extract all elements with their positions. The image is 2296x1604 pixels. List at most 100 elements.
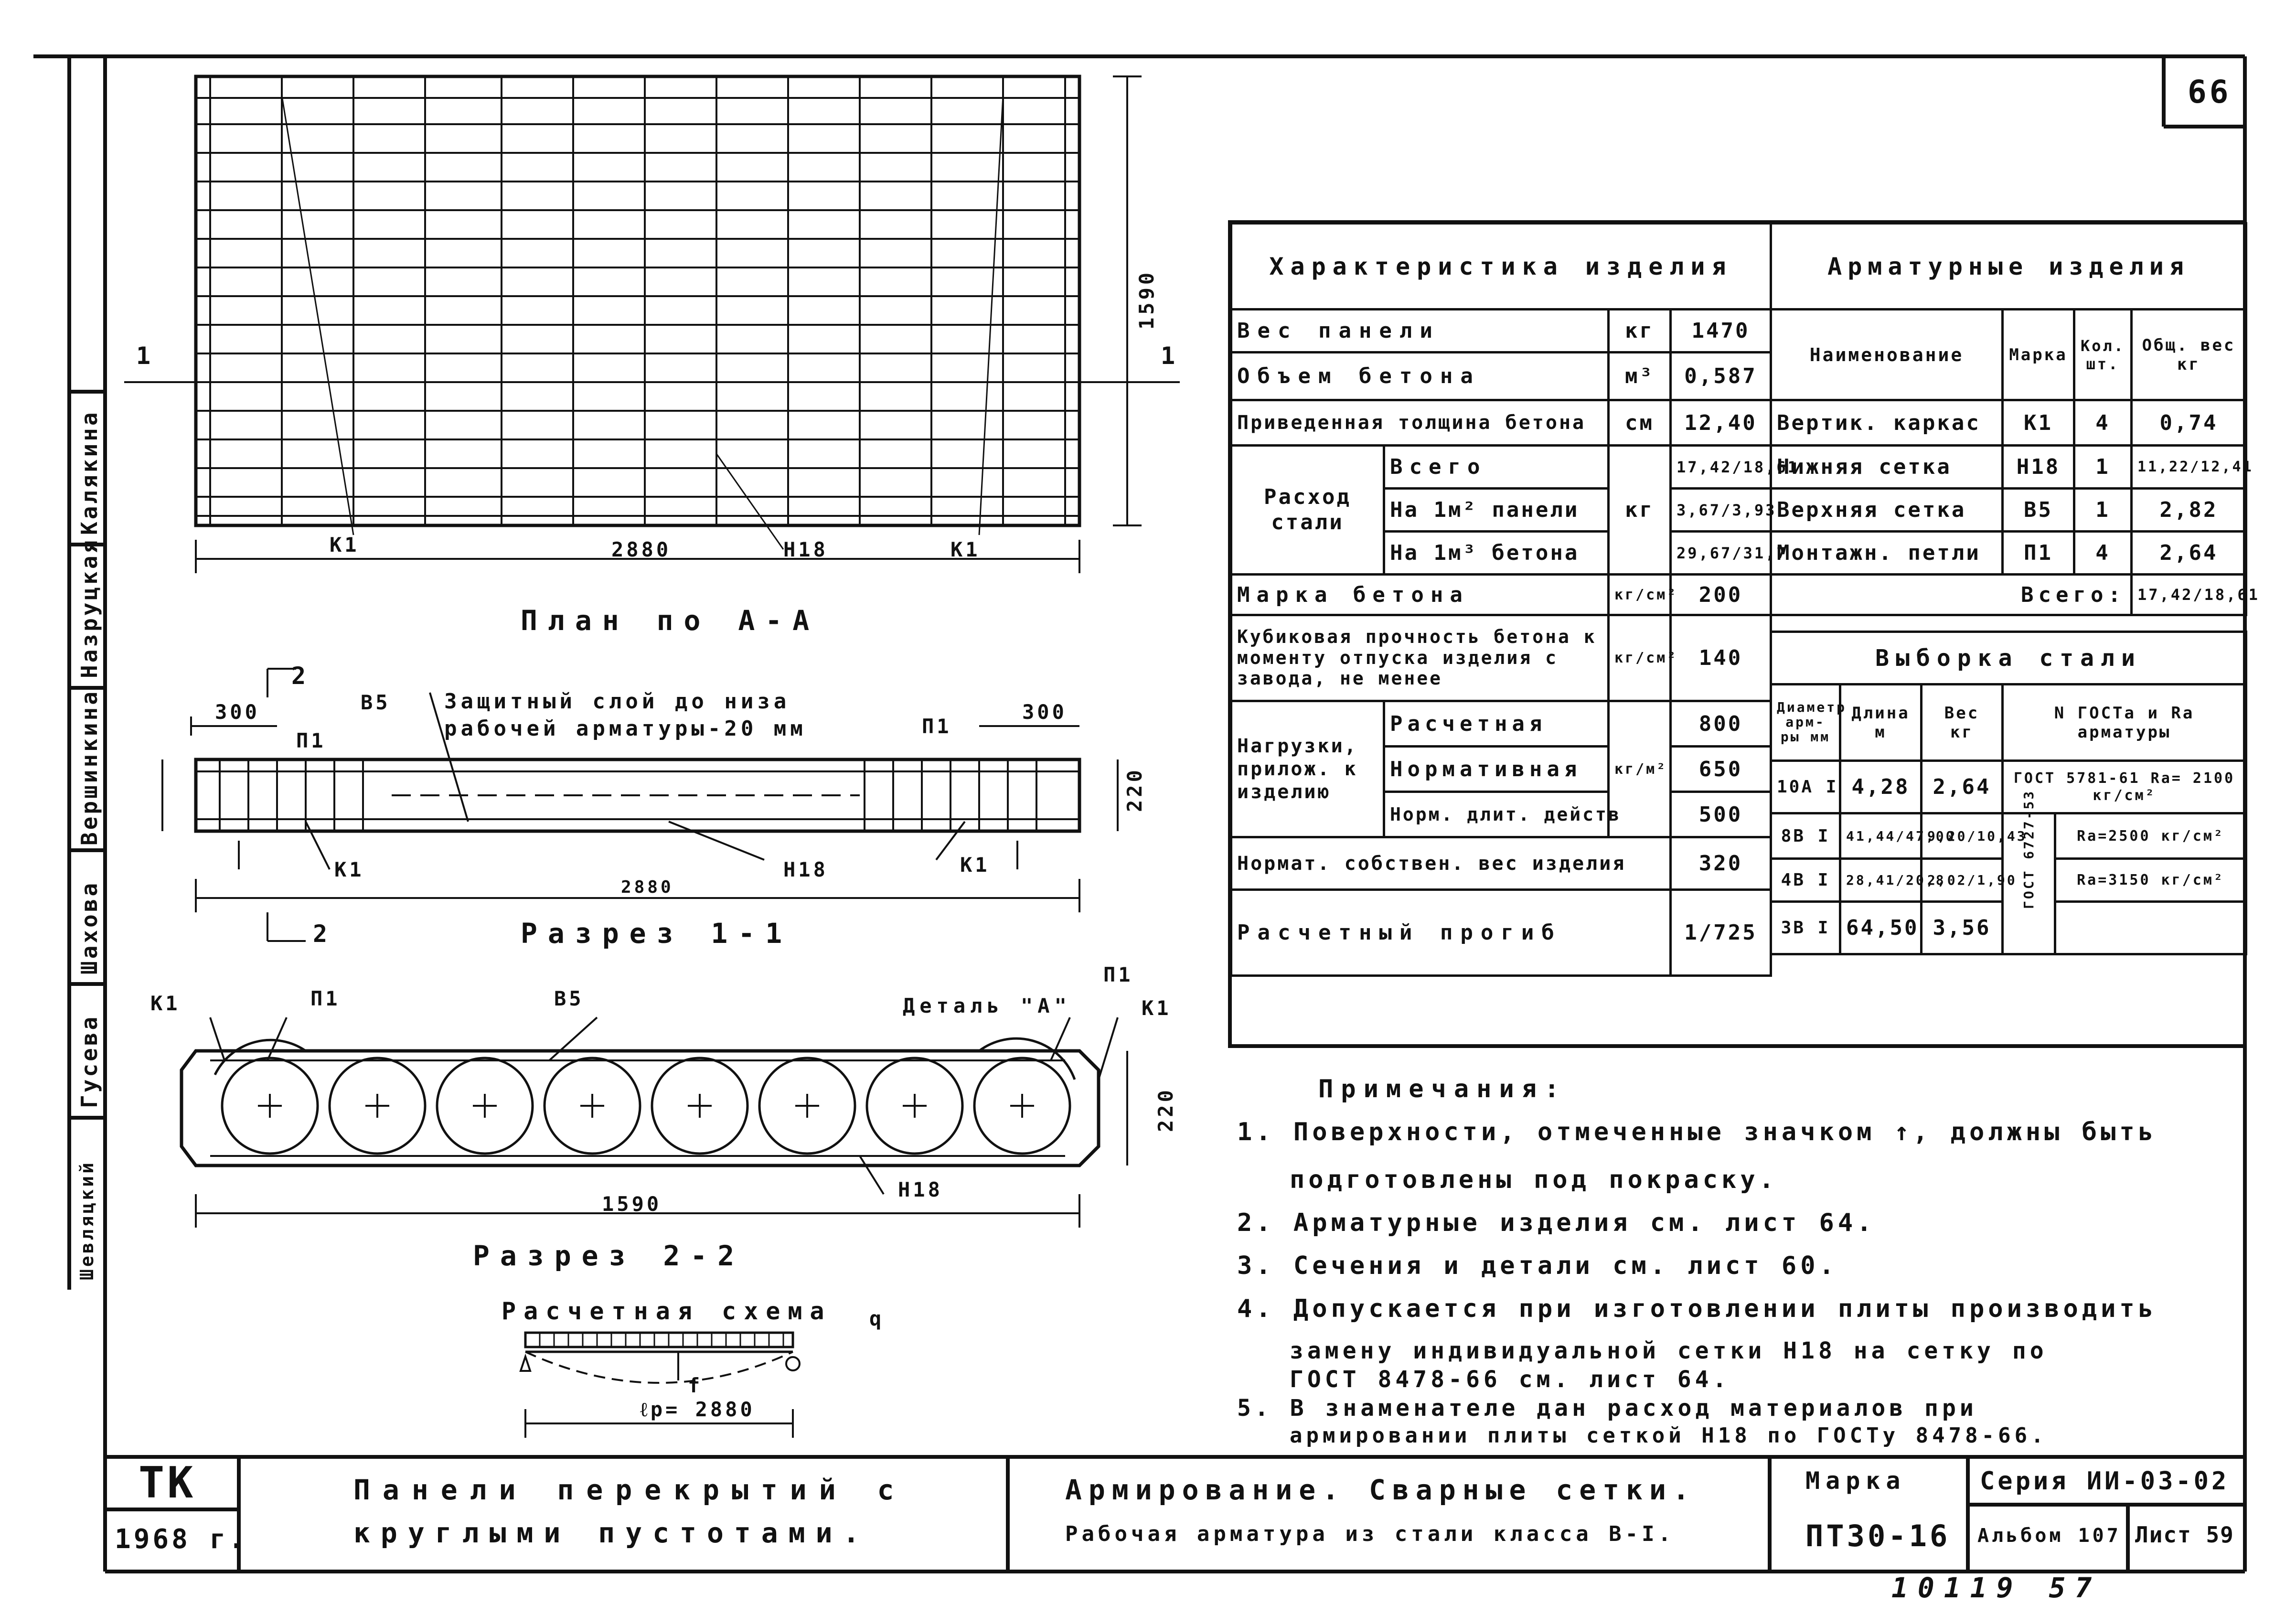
steel-row-2-dia: 8В I	[1770, 812, 1841, 860]
row-weight-label: Вес панели	[1230, 308, 1610, 353]
row-steel-m2-value: 3,67/3,93	[1669, 487, 1774, 533]
void-circles	[214, 1037, 1076, 1155]
arm-row-2-qty: 1	[2073, 444, 2133, 490]
s22-dim-height: 220	[1154, 1087, 1177, 1132]
section-2-2	[180, 1016, 1128, 1228]
arm-row-3-weight: 2,82	[2130, 487, 2248, 533]
plan-label-k1-right: К1	[950, 538, 981, 561]
calc-scheme	[519, 1331, 801, 1438]
tb-mark-label: Марка	[1805, 1467, 1906, 1495]
arm-col-name: Наименование	[1770, 308, 2004, 401]
row-thickness-value: 12,40	[1669, 399, 1773, 447]
row-steel-unit: кг	[1607, 444, 1672, 576]
char-header: Характеристика изделия	[1229, 222, 1773, 310]
note-3: 3. Сечения и детали см. лист 60.	[1237, 1251, 1838, 1280]
s11-section-mark-bottom: 2	[313, 920, 331, 948]
row-steel-m2-label: На 1м² панели	[1383, 487, 1610, 533]
steel-gost-merged: ГОСТ 6727-53	[2001, 789, 2056, 955]
row-thickness-unit: см	[1607, 399, 1672, 447]
s11-label-k1-left: К1	[334, 858, 364, 881]
arm-row-2-weight: 11,22/12,41	[2130, 444, 2252, 490]
arm-row-1-mark: К1	[2001, 399, 2075, 447]
tb-mark-value: ПТ30-16	[1805, 1518, 1951, 1553]
arm-header: Арматурные изделия	[1769, 222, 2248, 310]
scheme-deflection: f	[688, 1374, 703, 1397]
s11-dim-right: 300	[1022, 700, 1067, 724]
s22-label-n18: Н18	[898, 1178, 943, 1201]
steel-row-4-dia: 3В I	[1770, 900, 1841, 955]
row-cube-label: Кубиковая прочность бетона к моменту отп…	[1230, 614, 1610, 702]
steel-table: Выборка стали Диаметр арм-ры мм Длина м …	[1769, 631, 2248, 955]
tb-series: Серия ИИ-03-02	[1980, 1467, 2230, 1496]
s22-detail: Деталь "А"	[903, 994, 1071, 1017]
plan-dim-width: 1590	[1135, 269, 1158, 330]
s11-cover-note: Защитный слой до низа рабочей арматуры-2…	[444, 689, 807, 741]
tb-name-line1: Панели перекрытий с	[353, 1474, 907, 1506]
row-loads-label: Нагрузки, прилож. к изделию	[1230, 700, 1385, 838]
arm-total-label: Всего:	[1770, 573, 2133, 616]
row-loads-unit: кг/м²	[1607, 700, 1672, 838]
note-4c: ГОСТ 8478-66 см. лист 64.	[1290, 1366, 1730, 1393]
row-steel-total-value: 17,42/18,61	[1669, 444, 1797, 490]
note-5: 5. В знаменателе дан расход материалов п…	[1237, 1395, 1977, 1422]
arm-row-3-qty: 1	[2073, 487, 2133, 533]
steel-row-1-len: 4,28	[1839, 759, 1922, 814]
arm-row-4-name: Монтажн. петли	[1770, 530, 2004, 576]
note-1b: подготовлены под покраску.	[1290, 1166, 1778, 1194]
section-1-1	[161, 668, 1119, 942]
steel-row-1-wt: 2,64	[1920, 759, 2004, 814]
row-grade-unit: кг/см²	[1607, 573, 1676, 616]
arm-table: Арматурные изделия Наименование Марка Ко…	[1769, 222, 2258, 616]
row-grade-label: Марка бетона	[1230, 573, 1610, 616]
s22-label-k1-right: К1	[1142, 996, 1172, 1020]
sheet-number: 66	[2188, 74, 2232, 110]
tb-sheet: Лист 59	[2135, 1522, 2234, 1548]
row-loads-calc-value: 800	[1669, 700, 1773, 748]
arm-row-3-mark: В5	[2001, 487, 2075, 533]
row-volume-unit: м³	[1607, 351, 1672, 401]
row-grade-value: 200	[1669, 573, 1773, 616]
tb-desc-line1: Армирование. Сварные сетки.	[1065, 1474, 1696, 1506]
plan-title: План по А-А	[521, 604, 820, 637]
row-loads-long-label: Норм. длит. действ	[1383, 791, 1619, 838]
arm-row-4-weight: 2,64	[2130, 530, 2248, 576]
arm-col-weight: Общ. вес кг	[2130, 308, 2248, 401]
s11-label-p1-left: П1	[296, 729, 326, 752]
tb-org: ТК	[139, 1458, 196, 1508]
side-name-3: Вершинкина	[76, 689, 102, 845]
s11-title: Разрез 1-1	[521, 917, 793, 950]
note-4b: замену индивидуальной сетки Н18 на сетку…	[1290, 1337, 2048, 1364]
row-loads-calc-label: Расчетная	[1383, 700, 1610, 748]
side-name-2: Назруцкая	[76, 537, 102, 678]
row-steel-total-label: Всего	[1383, 444, 1610, 490]
s11-dim-left: 300	[215, 700, 260, 724]
steel-col-dia: Диаметр арм-ры мм	[1770, 683, 1845, 762]
s22-label-p1-right: П1	[1103, 963, 1133, 986]
row-loads-norm-value: 650	[1669, 745, 1773, 793]
s11-label-n18: Н18	[783, 858, 828, 881]
row-loads-norm-label: Нормативная	[1383, 745, 1610, 793]
steel-row-2-len: 41,44/47,00	[1839, 812, 1954, 860]
row-deflection-value: 1/725	[1669, 888, 1773, 977]
steel-row-1-gost: ГОСТ 5781-61 Rа= 2100 кг/см²	[2001, 759, 2248, 814]
steel-row-3-wt: 2,02/1,90	[1920, 857, 2015, 903]
steel-row-3-dia: 4В I	[1770, 857, 1841, 903]
side-name-6: Шевляцкий	[76, 1160, 97, 1280]
steel-row-2-gost: Rа=2500 кг/см²	[2053, 812, 2248, 860]
arm-col-mark: Марка	[2001, 308, 2075, 401]
plan-section-mark-left: 1	[136, 342, 154, 370]
row-own-value: 320	[1669, 836, 1773, 891]
s11-label-p1-right: П1	[922, 715, 952, 738]
scheme-load: q	[869, 1307, 885, 1330]
note-5b: армировании плиты сеткой Н18 по ГОСТу 84…	[1290, 1423, 2048, 1448]
s11-dim-height: 220	[1123, 767, 1146, 812]
row-weight-unit: кг	[1607, 308, 1672, 353]
arm-row-3-name: Верхняя сетка	[1770, 487, 2004, 533]
s11-label-k1-right: К1	[960, 853, 990, 877]
row-cube-unit: кг/см²	[1607, 614, 1676, 702]
steel-col-gost: N ГОСТа и Rа арматуры	[2001, 683, 2248, 762]
side-name-1: Калякина	[76, 410, 102, 535]
s11-dim-length: 2880	[621, 877, 674, 897]
row-loads-long-value: 500	[1669, 791, 1773, 838]
